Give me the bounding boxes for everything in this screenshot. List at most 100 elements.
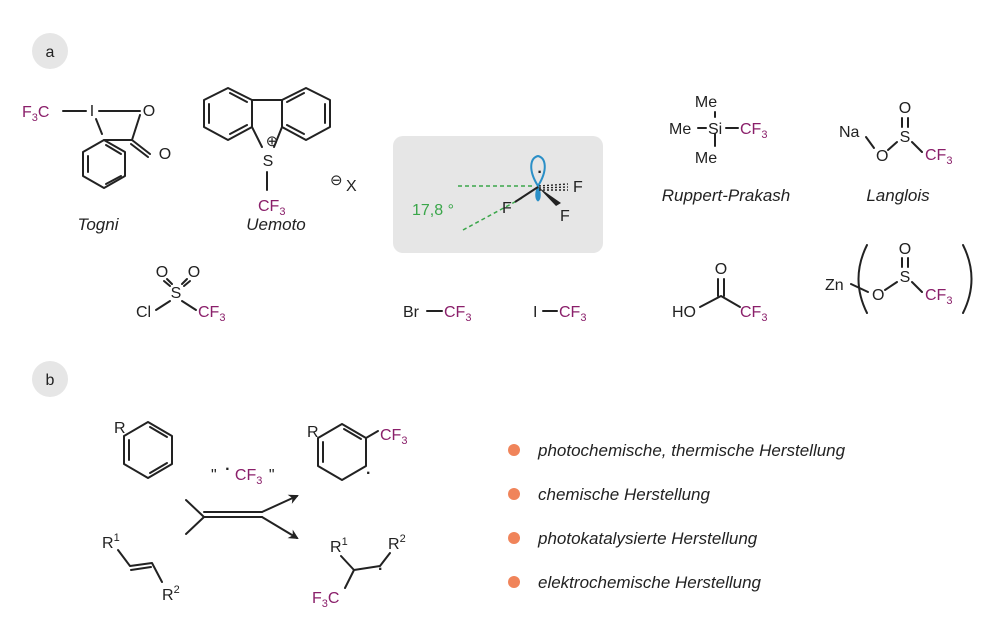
product1-cf3-bond (365, 430, 379, 439)
pyramidal-angle: 17,8 ° (412, 202, 454, 219)
reagent-cf3-sub: 3 (256, 475, 262, 487)
triflyl-sulfur: S (171, 285, 182, 302)
togni-ring-oxygen: O (143, 103, 155, 120)
umemoto-core-bonds (251, 99, 283, 191)
product2-radical-dot: · (378, 561, 383, 578)
trifluoroacetic-acid: O HO CF3 (672, 261, 767, 324)
langlois-reagent: Na O S O CF3 (839, 100, 952, 167)
product1-cf3-sub: 3 (401, 435, 407, 447)
left-parenthesis (857, 244, 868, 314)
svg-text:R1: R1 (330, 536, 348, 556)
arene-ring (123, 421, 173, 479)
umemoto-cf3-sub: 3 (279, 206, 285, 218)
panel-b-badge (32, 361, 68, 397)
product2-r1: R (330, 539, 342, 556)
ruppert-prakash-name: Ruppert-Prakash (662, 186, 791, 205)
tfa-cf3-sub: 3 (761, 312, 767, 324)
triflyl-cf3-sub: 3 (219, 312, 225, 324)
iodo-i: I (533, 304, 537, 321)
langlois-cf3: CF (925, 147, 947, 164)
umemoto-reagent: S ⊕ CF3 ⊖ X (203, 87, 357, 218)
reagent-radical-dot: · (225, 461, 230, 478)
product2-f3c-c: C (328, 590, 340, 607)
svg-text:R2: R2 (162, 584, 180, 604)
zinc-cf3: CF (925, 287, 947, 304)
langlois-oxygen: O (876, 148, 888, 165)
alkene-r2: R (162, 587, 174, 604)
bullet-item-4: elektrochemische Herstellung (538, 573, 762, 592)
langlois-name: Langlois (866, 186, 930, 205)
svg-text:R1: R1 (102, 532, 120, 552)
radical-fluorine-3: F (560, 208, 570, 225)
umemoto-sulfur: S (263, 153, 274, 170)
umemoto-plus-charge: ⊕ (266, 133, 279, 150)
alkene-bonds (117, 549, 163, 583)
product2-f3c-sub: 3 (322, 598, 328, 610)
togni-carbonyl-oxygen: O (159, 146, 171, 163)
triflyl-oxygen-1: O (156, 264, 168, 281)
right-parenthesis (962, 244, 973, 314)
tfa-bonds (699, 278, 741, 308)
triflyl-oxygen-2: O (188, 264, 200, 281)
zinc-cf3-sub: 3 (946, 295, 952, 307)
svg-text:F3C: F3C (312, 590, 339, 610)
triflyl-chloride: O O S Cl CF3 (136, 264, 225, 324)
reagent-quote-open: " (211, 467, 217, 484)
togni-iodine: I (90, 103, 94, 120)
ruppert-cf3-sub: 3 (761, 129, 767, 141)
radical-fluorine-1: F (573, 179, 583, 196)
ruppert-methyl-2: Me (669, 121, 691, 138)
umemoto-ring-double-bonds (208, 92, 326, 135)
arene-double-bonds (128, 426, 168, 474)
svg-text:CF3: CF3 (198, 304, 225, 324)
radical-addition-arrows: " · CF3 " (185, 461, 299, 540)
svg-text:CF3: CF3 (740, 304, 767, 324)
radical-dot: · (537, 164, 542, 181)
cf3-radical-box: 17,8 ° · F F F (393, 136, 603, 253)
iodo-cf3-sub: 3 (580, 312, 586, 324)
svg-text:CF3: CF3 (380, 427, 407, 447)
panel-b-label: b (46, 372, 55, 389)
bullet-item-2: chemische Herstellung (538, 485, 711, 504)
bullet-marker-1 (508, 444, 520, 456)
bullet-item-1: photochemische, thermische Herstellung (537, 441, 846, 460)
umemoto-right-ring (281, 87, 331, 141)
langlois-sulfinyl-oxygen: O (899, 100, 911, 117)
reagent-quote-close: " (269, 467, 275, 484)
iodotrifluoromethane: I CF3 (533, 304, 586, 324)
product1-radical-dot: · (366, 465, 371, 482)
product1-double-bonds (322, 428, 362, 463)
reagent-cf3: CF (235, 467, 257, 484)
togni-ring-double-bonds (87, 144, 122, 185)
reagent-split-bonds (185, 499, 263, 535)
umemoto-name: Uemoto (246, 215, 306, 234)
panel-b: b R R1 R2 " · CF3 " (32, 361, 846, 610)
zinc-bonds (850, 257, 923, 293)
orbital-upper-lobe (530, 154, 546, 188)
bullet-item-3: photokatalysierte Herstellung (537, 529, 758, 548)
umemoto-cf3: CF (258, 198, 280, 215)
product2-r2: R (388, 536, 400, 553)
triflyl-chlorine: Cl (136, 304, 151, 321)
alkene-substrate: R1 R2 (102, 532, 180, 604)
svg-text:CF3: CF3 (559, 304, 586, 324)
umemoto-counterion: X (346, 178, 357, 195)
product1-cf3: CF (380, 427, 402, 444)
svg-text:CF3: CF3 (925, 287, 952, 307)
togni-reagent: F3C I O O (22, 103, 171, 189)
svg-text:CF3: CF3 (444, 304, 471, 324)
alkene-r1: R (102, 535, 114, 552)
triflyl-cf3: CF (198, 304, 220, 321)
bullet-marker-3 (508, 532, 520, 544)
plain-bond (514, 186, 539, 203)
zinc-symbol: Zn (825, 277, 844, 294)
umemoto-minus-charge: ⊖ (330, 172, 343, 189)
langlois-sulfur: S (900, 129, 911, 146)
alkene-r1-sup: 1 (114, 532, 120, 544)
zinc-oxygen: O (872, 287, 884, 304)
bromo-cf3: CF (444, 304, 466, 321)
tfa-hydroxyl: HO (672, 304, 696, 321)
zinc-sulfur: S (900, 269, 911, 286)
hashed-bond (538, 183, 569, 191)
